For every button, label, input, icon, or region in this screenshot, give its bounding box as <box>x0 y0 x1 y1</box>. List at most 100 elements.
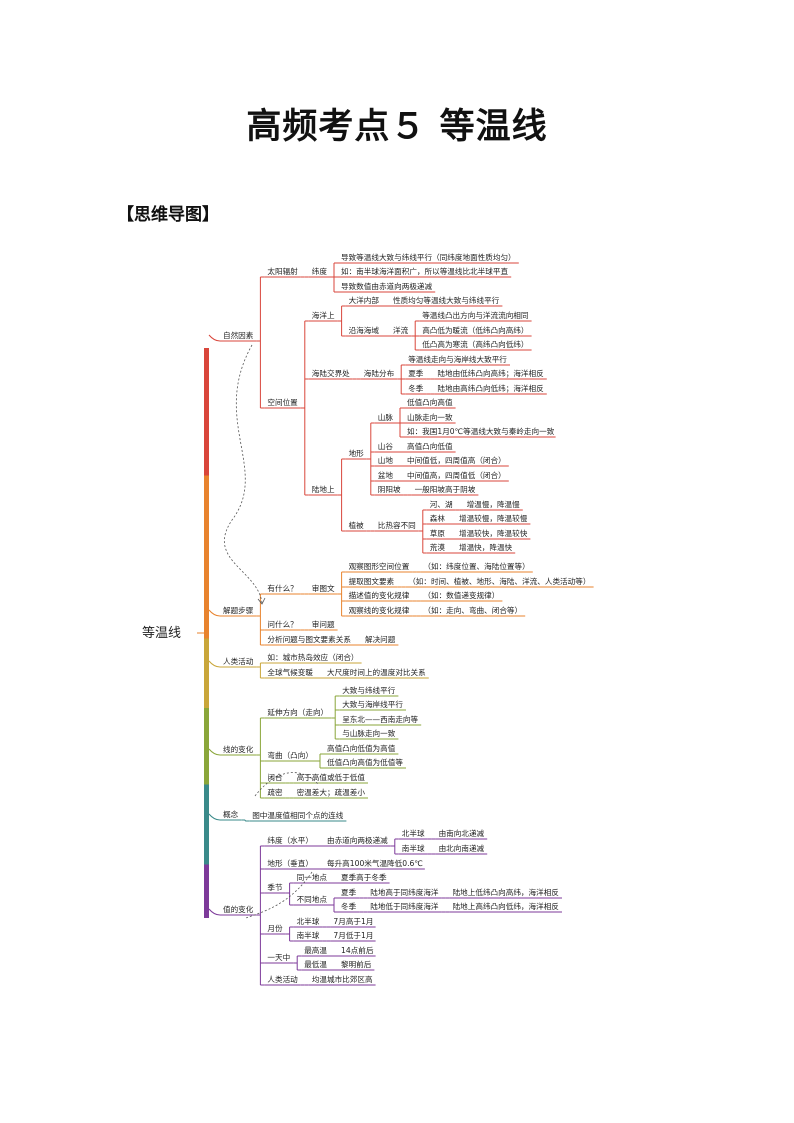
mindmap-node-label: 增温快，降温快 <box>459 542 513 552</box>
mindmap-node-label: 中间值低，四周值高（闭合） <box>407 455 506 465</box>
mindmap-node-label: 地形 <box>349 448 365 458</box>
mindmap-node-label: 山谷 <box>378 441 394 451</box>
mindmap-node-label: 低凸高为寒流（高纬凸向低纬） <box>422 339 528 349</box>
mindmap-node-label: 森林 <box>430 513 446 523</box>
mindmap-node-label: （如：纬度位置、海陆位置等） <box>423 561 529 571</box>
mindmap-node-label: 河、湖 <box>430 500 453 509</box>
annotation-curve <box>254 772 319 797</box>
mindmap-node-label: 夏季 <box>408 368 424 378</box>
mindmap-node-label: 解决问题 <box>365 634 396 644</box>
mindmap-node-label: 大致与海岸线平行 <box>342 699 403 709</box>
mindmap-node-label: 有什么？ <box>267 583 297 593</box>
mindmap-node-label: 由北向南递减 <box>439 843 485 853</box>
mindmap-node-label: 南半球 <box>297 930 320 940</box>
arrow-head-icon <box>257 597 266 605</box>
mindmap-node-label: 7月高于1月 <box>333 916 373 926</box>
branch-connector <box>208 334 221 342</box>
mindmap-node-label: 同一地点 <box>297 872 328 882</box>
mindmap-node-label: 夏季高于冬季 <box>341 872 387 882</box>
mindmap-node-label: 弯曲（凸向） <box>267 750 313 760</box>
mindmap-node-label: 陆地高于同纬度海洋 <box>370 887 439 897</box>
mindmap-node-label: 一般阳坡高于阴坡 <box>415 484 476 494</box>
mindmap-node-label: 洋流 <box>393 325 409 335</box>
branch-connector <box>208 813 221 821</box>
mindmap-node-label: （如：时间、植被、地形、海陆、洋流、人类活动等） <box>408 576 590 586</box>
mindmap-node-label: 高于高值或低于低值 <box>297 772 366 782</box>
connector-lines <box>197 262 594 986</box>
mindmap-node-label: 一天中 <box>267 952 290 962</box>
mindmap-node-label: 观察线的变化规律 <box>349 605 410 615</box>
mindmap-node-label: 分析问题与图文要素关系 <box>267 634 351 644</box>
mindmap-node-label: 每升高100米气温降低0.6℃ <box>327 858 423 868</box>
mindmap-node-label: 夏季 <box>341 887 357 897</box>
mindmap-node-label: 延伸方向（走向） <box>267 707 328 717</box>
mindmap-node-label: 陆地上高纬凸向低纬，海洋相反 <box>453 901 560 911</box>
mindmap-node-label: 北半球 <box>297 916 320 926</box>
mindmap-node-label: 最低温 <box>304 959 327 969</box>
mindmap-node-label: 图中温度值相同个点的连线 <box>252 810 344 820</box>
branch-connector <box>208 748 221 756</box>
mindmap-node-label: 最高温 <box>304 945 327 955</box>
mindmap-node-label: 陆地由高纬凸向低纬；海洋相反 <box>437 383 544 393</box>
mindmap-node-label: 陆地由低纬凸向高纬；海洋相反 <box>437 368 544 378</box>
mindmap-node-label: 山地 <box>378 455 394 465</box>
mindmap-node-label: 大尺度时间上的温度对比关系 <box>327 667 426 677</box>
mindmap-node-label: 大洋内部 <box>349 295 380 305</box>
mindmap-node-label: 如：南半球海洋面积广，所以等温线比北半球平直 <box>341 266 508 276</box>
mindmap-node-label: 问什么？ <box>267 619 297 629</box>
mindmap-node-label: 纬度 <box>312 266 328 276</box>
mindmap-node-label: 导致等温线大致与纬线平行（同纬度地面性质均匀） <box>341 252 516 262</box>
branch-connector <box>208 609 221 617</box>
mindmap-node-label: 人类活动 <box>223 656 254 666</box>
mindmap-node-label: 由赤道向两极递减 <box>327 835 388 845</box>
mindmap-node-label: 7月低于1月 <box>333 930 373 940</box>
mindmap-node-label: 性质均匀等温线大致与纬线平行 <box>393 295 500 305</box>
mindmap-node-label: 山脉走向一致 <box>407 412 453 422</box>
mindmap-node-label: 空间位置 <box>267 397 298 407</box>
mindmap-node-label: 增温较快，降温较快 <box>459 528 528 538</box>
annotation-curve <box>224 344 263 604</box>
mindmap-node-label: 月份 <box>267 923 283 933</box>
mindmap-node-label: 与山脉走向一致 <box>342 728 396 738</box>
mindmap-node-label: 高凸低为暖流（低纬凸向高纬） <box>422 325 528 335</box>
mindmap-node-label: 导致数值由赤道向两极递减 <box>341 281 433 291</box>
section-heading: 【思维导图】 <box>117 205 219 225</box>
mindmap-node-label: 等温线走向与海岸线大致平行 <box>408 354 507 364</box>
mindmap-node-label: 如：城市热岛效应（闭合） <box>267 652 358 662</box>
mindmap-node-label: 比热容不同 <box>378 520 416 530</box>
annotation-curve <box>245 871 313 919</box>
mindmap-root: 等温线 <box>142 625 181 641</box>
mindmap-node-label: 审图文 <box>312 583 335 593</box>
page-title: 高频考点５ 等温线 <box>246 107 548 147</box>
branch-connector <box>208 660 221 668</box>
mindmap-node-label: 高值凸向低值 <box>407 441 453 451</box>
mindmap-node-label: 沿海海域 <box>349 325 380 335</box>
trunk-segment <box>204 475 209 639</box>
mindmap-node-label: 海陆分布 <box>364 368 395 378</box>
mindmap-node-label: 地形（垂直） <box>267 858 313 868</box>
mindmap-node-label: （如：数值递变规律） <box>423 590 499 600</box>
mindmap-node-label: 陆地上 <box>312 484 335 494</box>
mindmap-node-label: 值的变化 <box>223 904 254 914</box>
mindmap-node-label: 不同地点 <box>297 894 328 904</box>
trunk-segment <box>204 784 209 865</box>
mindmap-node-label: 人类活动 <box>267 974 298 984</box>
mindmap-node-label: 季节 <box>267 882 283 892</box>
mindmap-node-label: 低值凸向高值为低值等 <box>327 757 403 767</box>
mindmap-node-label: 描述值的变化规律 <box>349 590 410 600</box>
mindmap-node-label: 大致与纬线平行 <box>342 685 396 695</box>
mindmap-node-label: 密温差大；疏温差小 <box>297 787 366 797</box>
mindmap-node-label: 南半球 <box>402 843 425 853</box>
node-labels: 等温线 自然因素 太阳辐射 纬度 导致等温线大致与纬线平行（同纬度地面性质均匀） 如：南半… <box>142 252 590 984</box>
mindmap-node-label: 太阳辐射 <box>267 266 298 276</box>
mindmap-node-label: 线的变化 <box>223 744 254 754</box>
mindmap-node-label: 高值凸向低值为高值 <box>327 743 396 753</box>
mindmap-node-label: 海洋上 <box>312 310 335 320</box>
mindmap-node-label: 低值凸向高值 <box>407 397 453 407</box>
mindmap-node-label: 增温慢，降温慢 <box>467 499 521 509</box>
mindmap-node-label: 等温线凸出方向与洋流流向相同 <box>422 310 528 320</box>
mindmap-node-label: 观察图形空间位置 <box>349 561 410 571</box>
mindmap-node-label: （如：走向、弯曲、闭合等） <box>423 605 522 615</box>
mindmap-node-label: 自然因素 <box>223 330 254 340</box>
